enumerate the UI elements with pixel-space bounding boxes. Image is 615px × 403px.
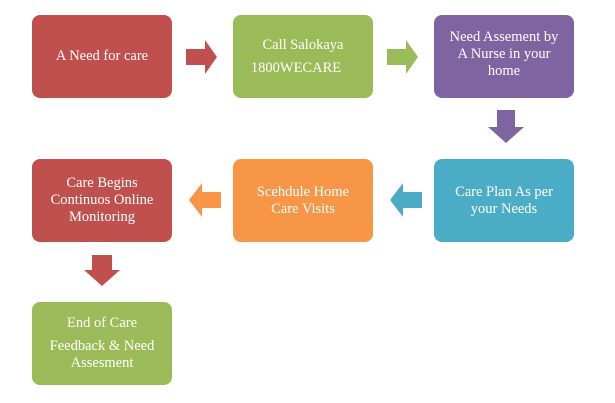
step-care-begins: Care Begins Continuos Online Monitoring [32,159,172,242]
step-text: A Need for care [55,48,149,64]
step-end-of-care: End of Care Feedback & Need Assesment [32,302,172,385]
step-text: home [487,63,521,79]
step-text: Call Salokaya [262,36,344,53]
step-text: A Nurse in your [457,46,551,62]
arrow-right-icon [387,40,418,74]
step-need-assessment: Need Assement by A Nurse in your home [434,15,574,98]
step-schedule-visits: Scehdule Home Care Visits [233,159,373,242]
step-text: 1800WECARE [250,59,342,76]
step-text: End of Care [66,315,138,331]
step-text: Continuos Online [50,192,154,208]
step-text: Care Begins [66,175,138,191]
step-text: Need Assement by [449,29,559,45]
step-text: Assesment [70,355,134,371]
step-text: Monitoring [68,209,136,225]
step-text: Care Visits [271,200,335,217]
arrow-down-icon [488,110,524,143]
arrow-left-icon [189,183,221,217]
arrow-left-icon [390,183,422,217]
arrow-right-icon [186,40,217,74]
step-text: Care Plan As per [455,183,553,200]
step-text: your Needs [470,200,538,217]
step-need-for-care: A Need for care [32,15,172,98]
step-text: Feedback & Need [49,338,155,354]
step-text: Scehdule Home [256,183,350,200]
step-care-plan: Care Plan As per your Needs [434,159,574,242]
step-call-salokaya: Call Salokaya 1800WECARE [233,15,373,98]
arrow-down-icon [84,255,120,286]
